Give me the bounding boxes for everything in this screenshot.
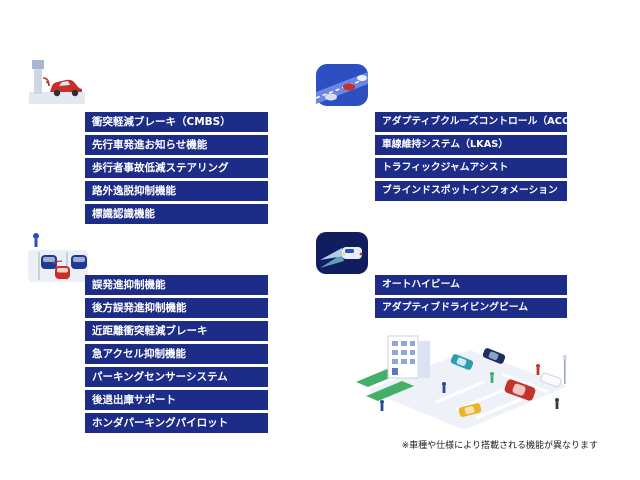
feature-banner: 急アクセル抑制機能	[85, 344, 268, 364]
feature-banner: 後方誤発進抑制機能	[85, 298, 268, 318]
gray-car	[325, 93, 337, 101]
person	[442, 382, 446, 393]
feature-banner: アダプティブクルーズコントロール（ACC）	[375, 112, 579, 132]
person	[380, 400, 384, 411]
feature-banner: 車線維持システム（LKAS）	[375, 135, 567, 155]
feature-banner: 標識認識機能	[85, 204, 268, 224]
feature-banner: アダプティブドライビングビーム	[375, 298, 567, 318]
feature-banner: 後退出庫サポート	[85, 390, 268, 410]
person	[555, 398, 559, 409]
auto-highbeam-icon	[314, 230, 370, 276]
footnote: ※車種や仕様により搭載される機能が異なります	[401, 441, 598, 451]
feature-banner: パーキングセンサーシステム	[85, 367, 268, 387]
feature-banner: 歩行者事故低減ステアリング	[85, 158, 268, 178]
hedge	[366, 381, 414, 401]
feature-banner: オートハイビーム	[375, 275, 567, 295]
red-car	[50, 79, 82, 97]
feature-banner: ブラインドスポットインフォメーション	[375, 181, 567, 201]
white-car	[357, 75, 367, 81]
car	[341, 247, 363, 259]
navy-car	[482, 348, 506, 364]
feature-banner: 先行車発進お知らせ機能	[85, 135, 268, 155]
building	[387, 335, 430, 379]
feature-banner: 路外逸脱抑制機能	[85, 181, 268, 201]
parking-lot-illustration	[352, 328, 576, 432]
feature-banner: 衝突軽減ブレーキ（CMBS）	[85, 112, 268, 132]
person	[490, 372, 494, 383]
feature-banner: トラフィックジャムアシスト	[375, 158, 567, 178]
feature-banner: 近距離衝突軽減ブレーキ	[85, 321, 268, 341]
person	[536, 364, 540, 375]
white-car	[540, 372, 562, 388]
feature-banner: 誤発進抑制機能	[85, 275, 268, 295]
blue-car	[41, 255, 57, 269]
yellow-car	[458, 403, 482, 417]
teal-car	[450, 354, 474, 370]
light-pole	[562, 355, 567, 384]
red-car	[343, 83, 355, 91]
highway-cruise-icon	[314, 60, 370, 110]
feature-banner: ホンダパーキングパイロット	[85, 413, 268, 433]
red-car	[55, 266, 70, 279]
blue-car-2	[71, 255, 87, 269]
collision-warning-icon	[28, 58, 86, 110]
parking-assist-icon	[26, 228, 90, 286]
red-car	[504, 379, 536, 401]
